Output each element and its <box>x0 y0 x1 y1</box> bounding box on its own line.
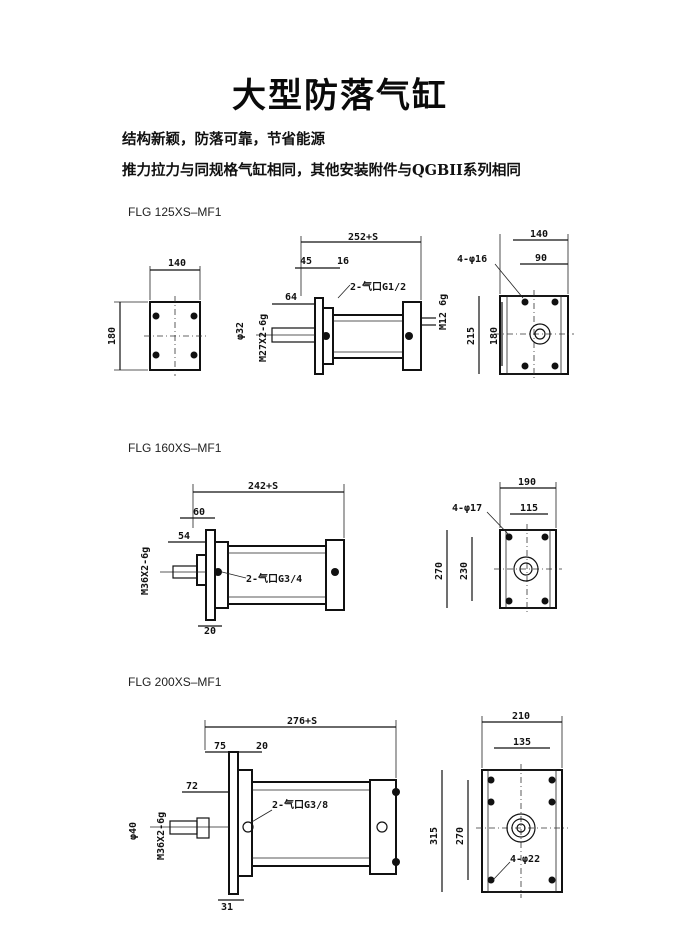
dim-200-rod-thread: M36X2-6g <box>156 812 167 860</box>
dim-200-flange: 75 <box>214 741 226 752</box>
dim-200-front-height: 315 <box>429 827 440 845</box>
dim-125-bolt-span: 90 <box>535 253 547 264</box>
dim-125-front-width: 140 <box>530 229 548 240</box>
dim-125-rod-dia: φ32 <box>235 322 246 340</box>
model-label-125: FLG 125XS–MF1 <box>128 205 222 219</box>
dim-200-bolt-span: 135 <box>513 737 531 748</box>
dim-125-rod-len: 64 <box>285 292 297 303</box>
dim-160-rod-len: 54 <box>178 531 190 542</box>
dim-200-rod-dia: φ40 <box>128 822 139 840</box>
drawing-125-left-view: 140 180 <box>107 258 206 376</box>
dim-160-base: 20 <box>204 626 216 637</box>
dim-200-holes: 4-φ22 <box>510 854 540 865</box>
dim-200-port: 2-气口G3/8 <box>272 798 328 811</box>
dim-160-front-width: 190 <box>518 477 536 488</box>
dim-160-port: 2-气口G3/4 <box>246 572 302 585</box>
model-label-160: FLG 160XS–MF1 <box>128 441 222 455</box>
dim-200-length: 276+S <box>287 716 317 727</box>
dim-160-holes: 4-φ17 <box>452 503 482 514</box>
drawing-125-side-view: 252+S 45 16 64 2-气口G1/2 φ32 M27X2-6g M12… <box>235 232 449 375</box>
dim-160-bolt-span: 115 <box>520 503 538 514</box>
drawing-200-front-view: 210 135 4-φ22 315 270 <box>429 711 568 898</box>
dim-200-gap: 20 <box>256 741 268 752</box>
dim-125-port: 2-气口G1/2 <box>350 280 406 293</box>
dim-200-front-inner: 270 <box>455 827 466 845</box>
dim-200-front-width: 210 <box>512 711 530 722</box>
dim-125-front-height: 215 <box>466 327 477 345</box>
model-label-200: FLG 200XS–MF1 <box>128 675 222 689</box>
dim-160-front-height: 270 <box>434 562 445 580</box>
dim-160-length: 242+S <box>248 481 278 492</box>
drawing-160-front-view: 190 115 4-φ17 270 230 <box>434 477 562 614</box>
feature-line-1: 结构新颖，防落可靠，节省能源 <box>122 131 325 148</box>
dim-160-flange: 60 <box>193 507 205 518</box>
dim-200-base: 31 <box>221 902 233 913</box>
dim-125-rod-thread: M27X2-6g <box>258 314 269 362</box>
feature-line-2: 推力拉力与同规格气缸相同，其他安装附件与QGBII系列相同 <box>122 162 521 179</box>
dim-125-gap: 16 <box>337 256 349 267</box>
dim-125-holes: 4-φ16 <box>457 254 487 265</box>
dim-125-front-inner: 180 <box>489 327 500 345</box>
dim-125-flange: 45 <box>300 256 312 267</box>
dim-125-left-width: 140 <box>168 258 186 269</box>
dim-125-left-height: 180 <box>107 327 118 345</box>
drawing-200-side-view: 276+S 75 20 72 2-气口G3/8 φ40 M36X2-6g 31 <box>128 716 400 913</box>
dim-125-length: 252+S <box>348 232 378 243</box>
dim-160-front-inner: 230 <box>459 562 470 580</box>
drawing-160-side-view: 242+S 60 54 2-气口G3/4 M36X2-6g 20 <box>140 481 345 637</box>
dim-125-end-thread: M12 6g <box>438 294 449 330</box>
dim-200-rod-len: 72 <box>186 781 198 792</box>
dim-160-rod-thread: M36X2-6g <box>140 547 151 595</box>
page-title: 大型防落气缸 <box>232 76 448 116</box>
drawing-125-front-view: 140 90 4-φ16 215 180 <box>457 229 574 380</box>
